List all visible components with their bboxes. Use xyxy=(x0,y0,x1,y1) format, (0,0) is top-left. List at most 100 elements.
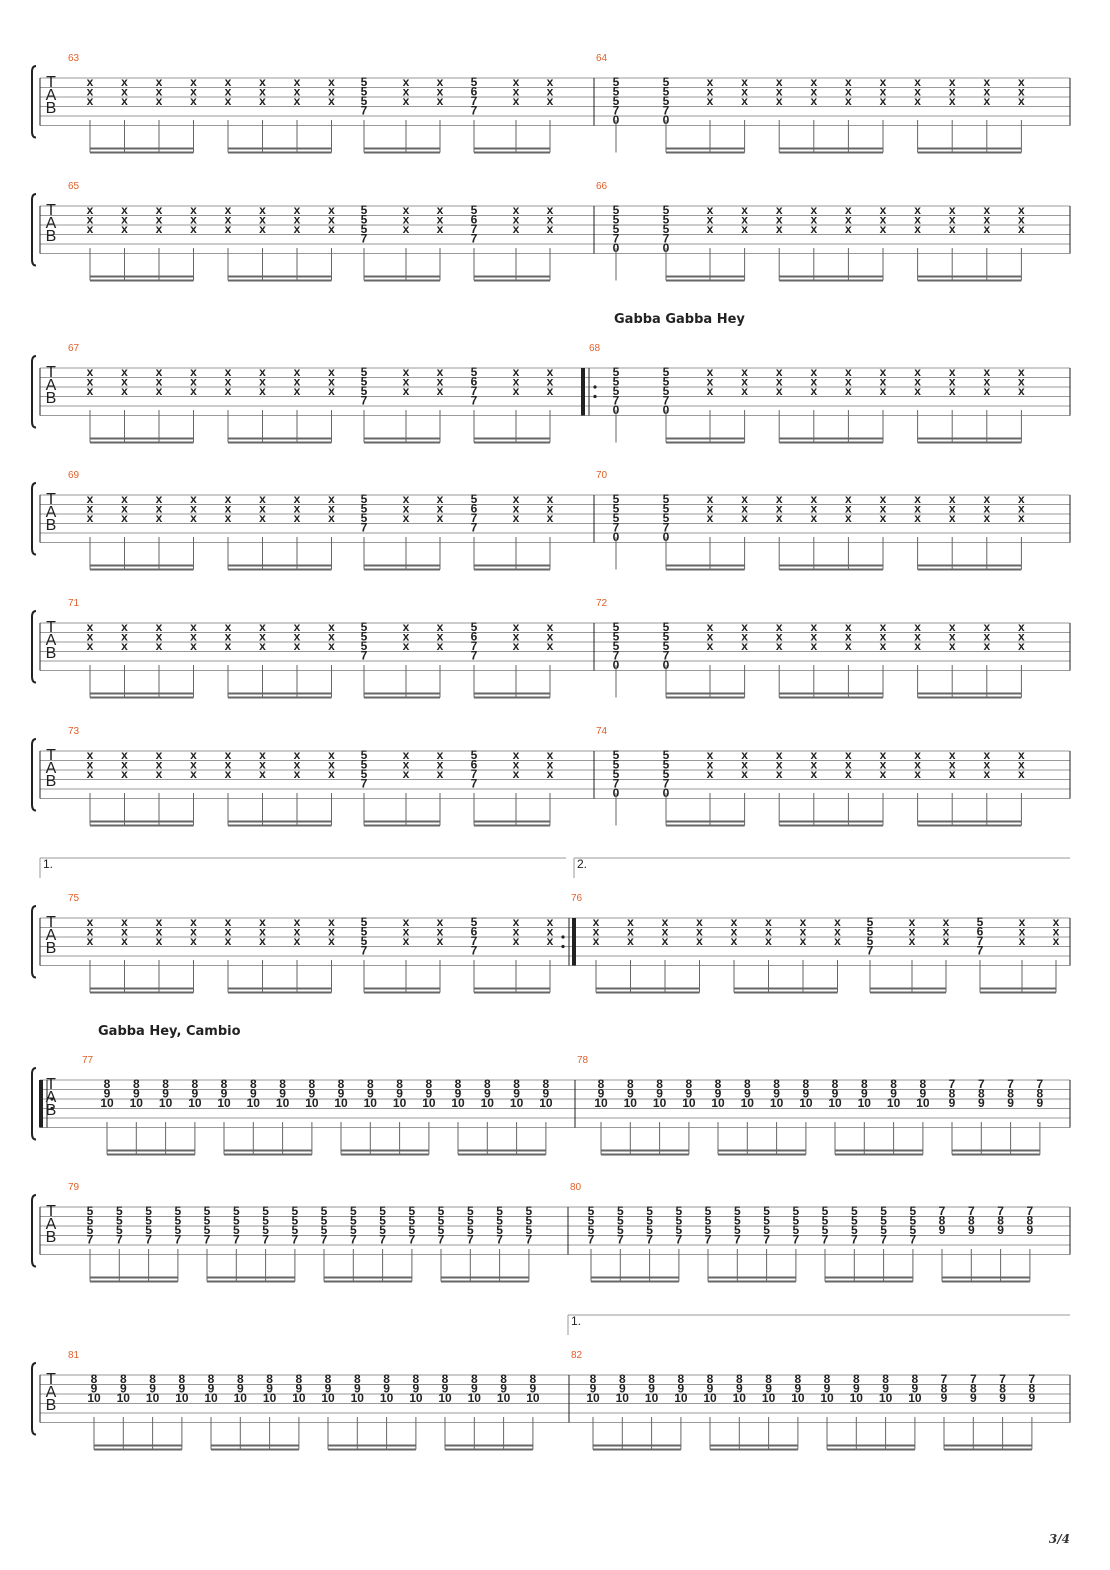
tab-note: x xyxy=(294,85,301,99)
tab-note: 10 xyxy=(321,1391,335,1405)
tab-note: x xyxy=(880,203,887,217)
tab-note: 9 xyxy=(978,1096,985,1110)
tab-note: 8 xyxy=(803,1077,810,1091)
tab-note: x xyxy=(765,934,772,948)
tab-note: x xyxy=(983,75,990,89)
tab-note: x xyxy=(662,934,669,948)
tab-note: x xyxy=(845,203,852,217)
tab-note: 9 xyxy=(500,1382,507,1396)
tab-note: 5 xyxy=(87,1204,94,1218)
tab-note: 7 xyxy=(1037,1077,1044,1091)
tab-clef-letter: T xyxy=(46,491,56,508)
tab-note: 10 xyxy=(674,1391,688,1405)
tab-note: x xyxy=(87,748,94,762)
tab-note: 8 xyxy=(968,1214,975,1228)
tab-note: x xyxy=(707,630,714,644)
tab-note: x xyxy=(190,213,197,227)
tab-note: 5 xyxy=(734,1223,741,1237)
tab-note: 7 xyxy=(175,1233,182,1247)
tab-note: 9 xyxy=(367,1087,374,1101)
tab-note: 5 xyxy=(663,630,670,644)
tab-note: 5 xyxy=(87,1214,94,1228)
tab-note: 5 xyxy=(361,748,368,762)
tab-note: 9 xyxy=(208,1382,215,1396)
tab-note: 7 xyxy=(999,1372,1006,1386)
tab-note: x xyxy=(225,85,232,99)
tab-note: 5 xyxy=(262,1223,269,1237)
tab-note: 7 xyxy=(145,1233,152,1247)
tab-note: 7 xyxy=(361,104,368,118)
volta-label: 1. xyxy=(571,1314,581,1328)
tab-note: 7 xyxy=(613,521,620,535)
tab-note: x xyxy=(914,213,921,227)
tab-clef-letter: T xyxy=(46,914,56,931)
tab-note: x xyxy=(225,203,232,217)
tab-note: x xyxy=(121,511,128,525)
tab-note: 10 xyxy=(733,1391,747,1405)
tab-note: x xyxy=(87,630,94,644)
tab-note: 10 xyxy=(682,1096,696,1110)
tab-note: x xyxy=(983,511,990,525)
tab-note: 9 xyxy=(765,1382,772,1396)
tab-note: x xyxy=(328,758,335,772)
tab-note: x xyxy=(741,94,748,108)
tab-note: 7 xyxy=(676,1233,683,1247)
tab-note: 10 xyxy=(497,1391,511,1405)
repeat-dot xyxy=(593,385,597,389)
tab-note: x xyxy=(294,511,301,525)
tab-note: 7 xyxy=(361,232,368,246)
tab-note: x xyxy=(1018,365,1025,379)
tab-note: x xyxy=(949,75,956,89)
tab-note: 5 xyxy=(526,1223,533,1237)
tab-note: x xyxy=(845,213,852,227)
tab-note: x xyxy=(513,915,520,929)
tab-note: 5 xyxy=(663,222,670,236)
system-bracket xyxy=(31,355,37,429)
tab-note: x xyxy=(259,365,266,379)
tab-note: 9 xyxy=(1027,1223,1034,1237)
system-bracket xyxy=(31,1067,37,1141)
tab-note: x xyxy=(294,375,301,389)
tab-note: x xyxy=(741,620,748,634)
tab-note: 5 xyxy=(793,1204,800,1218)
tab-note: x xyxy=(880,748,887,762)
tab-note: 9 xyxy=(471,1382,478,1396)
tab-note: 5 xyxy=(646,1214,653,1228)
tab-note: 5 xyxy=(663,85,670,99)
tab-clef-letter: A xyxy=(46,1216,57,1233)
measure-number: 76 xyxy=(571,893,583,904)
tab-note: x xyxy=(834,925,841,939)
tab-note: 5 xyxy=(822,1204,829,1218)
tab-note: 8 xyxy=(91,1372,98,1386)
tab-note: x xyxy=(437,630,444,644)
tab-note: 5 xyxy=(471,915,478,929)
tab-note: x xyxy=(294,75,301,89)
tab-note: x xyxy=(403,620,410,634)
tab-note: x xyxy=(259,85,266,99)
tab-note: 5 xyxy=(676,1223,683,1237)
tab-note: x xyxy=(156,222,163,236)
tab-note: x xyxy=(662,925,669,939)
tab-clef-letter: T xyxy=(46,1076,56,1093)
tab-note: 5 xyxy=(438,1204,445,1218)
tab-note: x xyxy=(328,639,335,653)
tab-note: x xyxy=(943,934,950,948)
tab-note: 5 xyxy=(145,1223,152,1237)
tab-note: x xyxy=(707,203,714,217)
measure-number: 80 xyxy=(570,1182,582,1193)
tab-note: 5 xyxy=(361,934,368,948)
tab-note: x xyxy=(328,620,335,634)
tab-note: 5 xyxy=(409,1223,416,1237)
tab-note: x xyxy=(437,915,444,929)
tab-note: x xyxy=(156,85,163,99)
tab-note: x xyxy=(776,203,783,217)
tab-note: 9 xyxy=(853,1382,860,1396)
tab-note: 10 xyxy=(594,1096,608,1110)
tab-note: 5 xyxy=(663,511,670,525)
tab-note: x xyxy=(513,94,520,108)
tab-note: x xyxy=(547,758,554,772)
tab-note: 5 xyxy=(910,1204,917,1218)
tab-clef-letter: T xyxy=(46,364,56,381)
tab-note: x xyxy=(403,758,410,772)
tab-note: 8 xyxy=(832,1077,839,1091)
